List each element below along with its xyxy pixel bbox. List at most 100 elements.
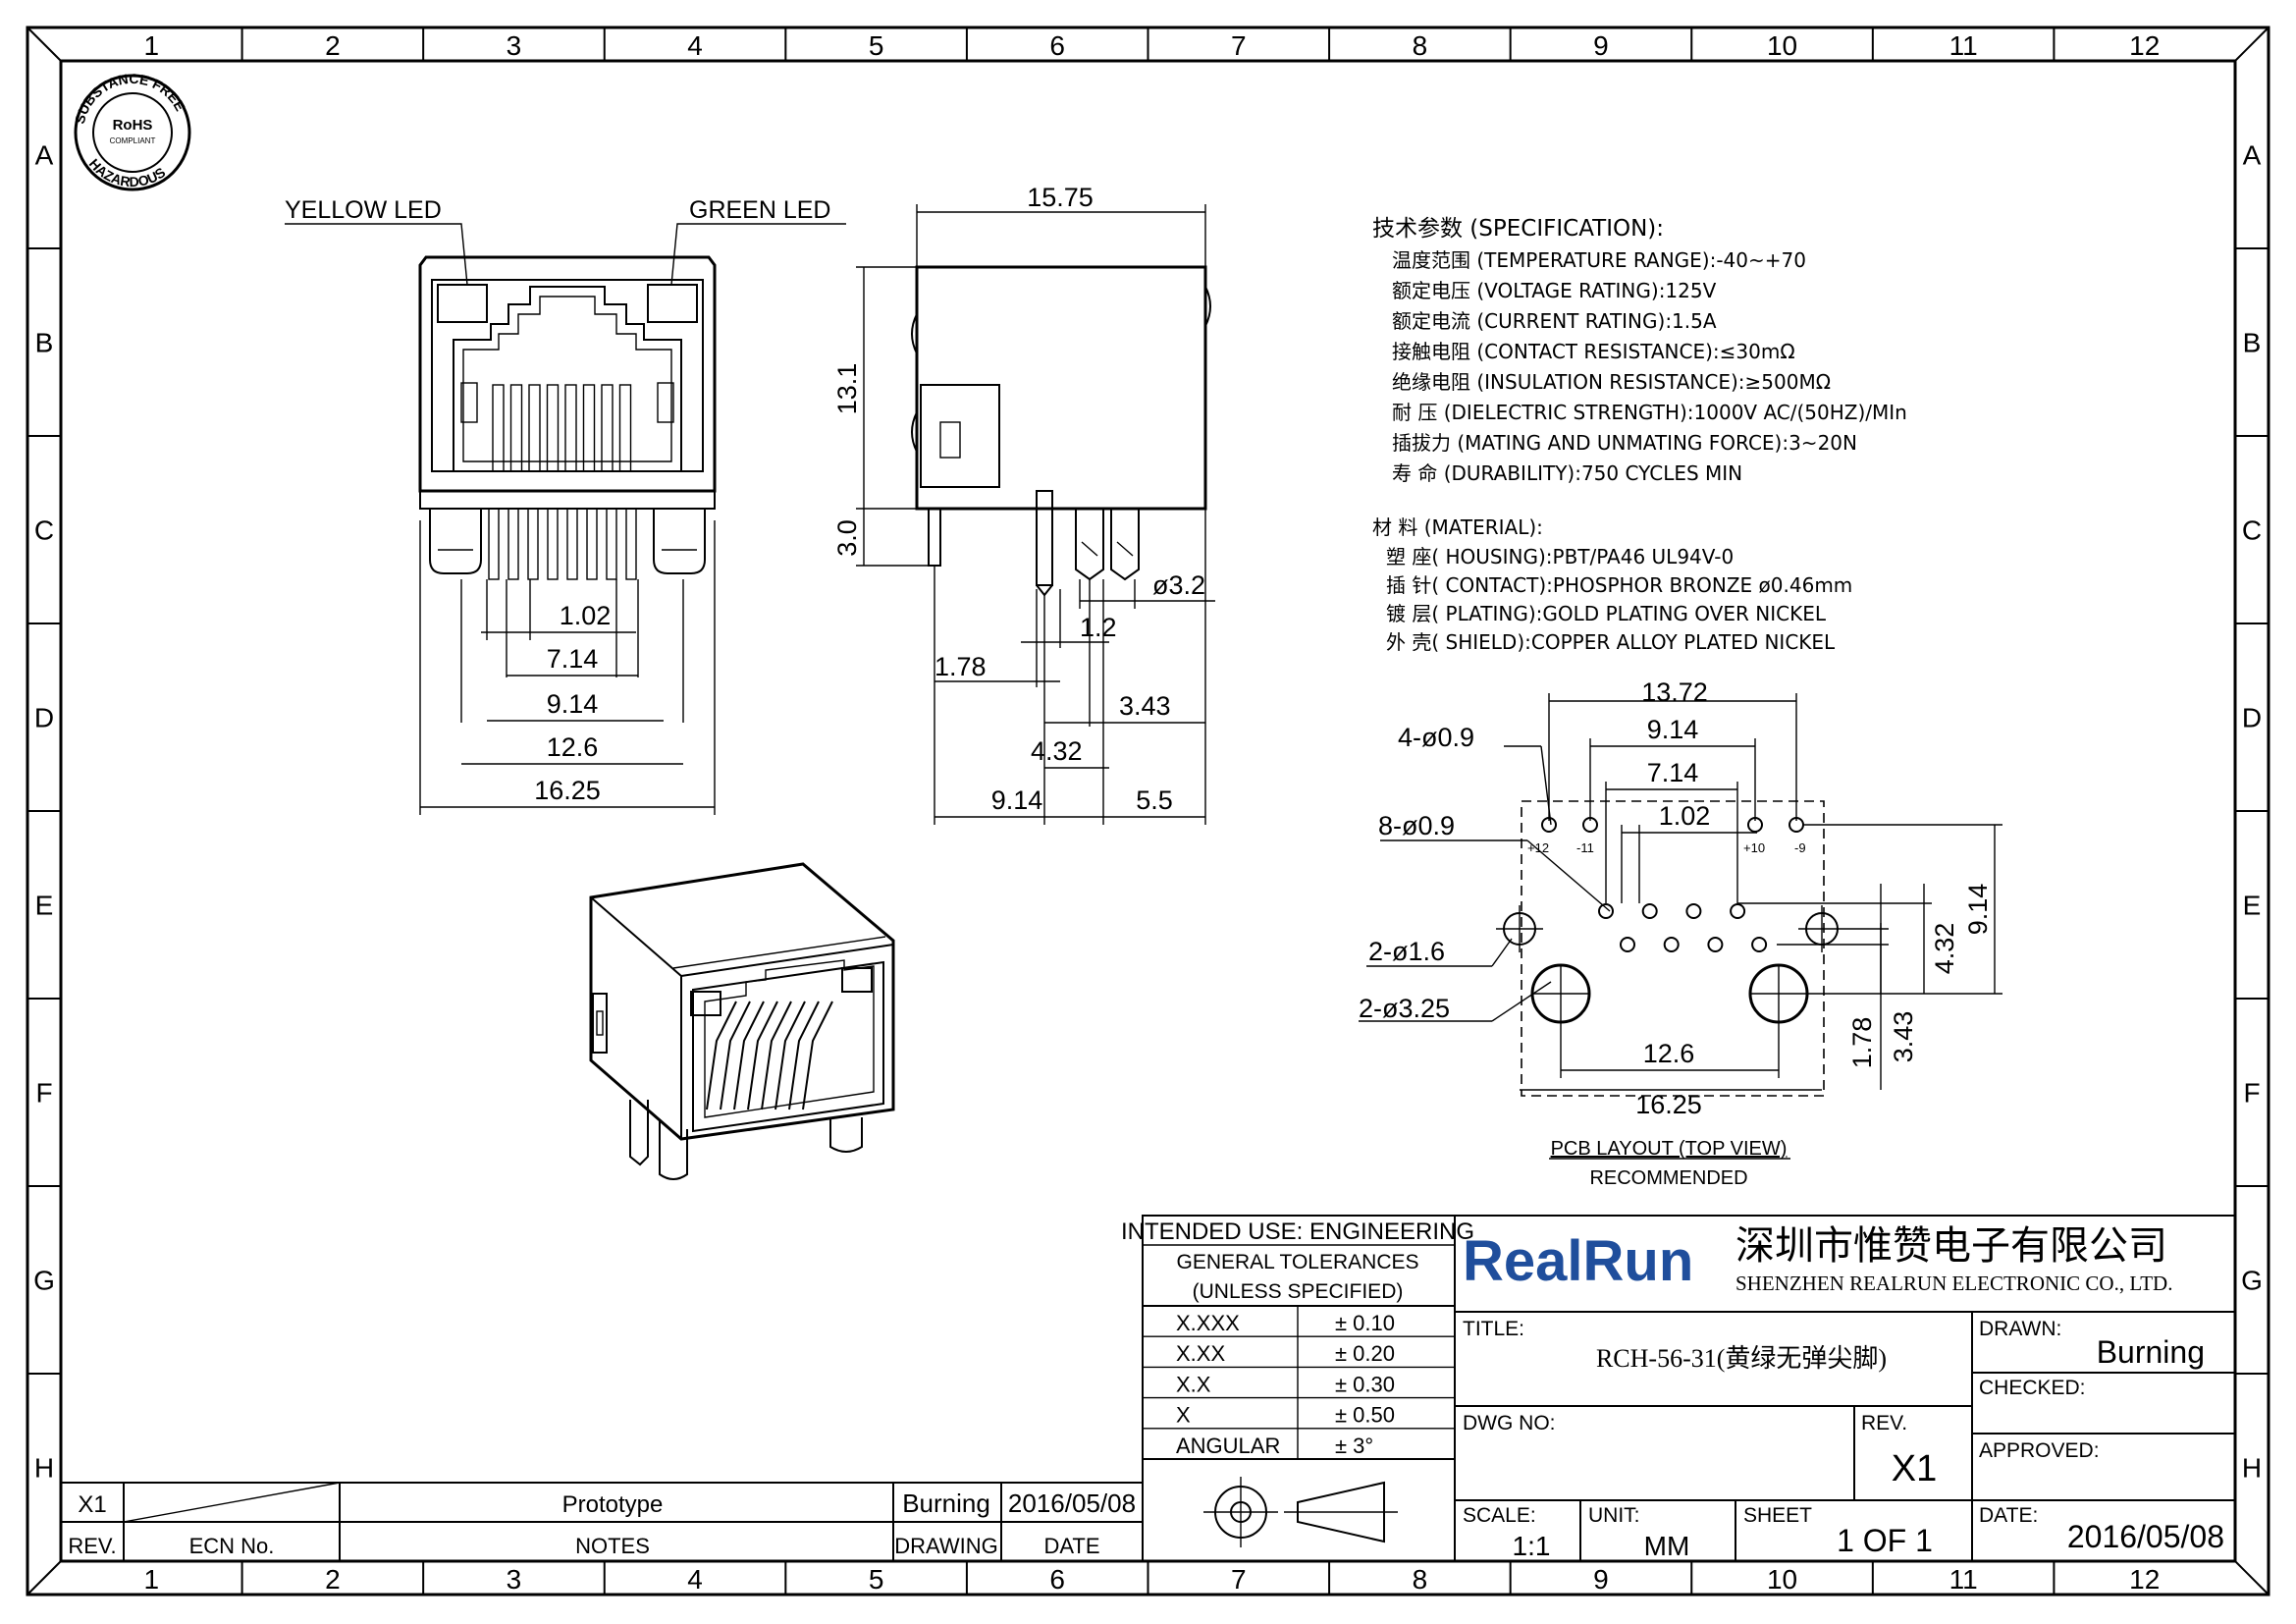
side-dim-pin-w: 1.2 [1080,613,1117,642]
pcb-signal-hole [1685,903,1702,919]
spec-line: 耐 压 (DIELECTRIC STRENGTH):1000V AC/(50HZ… [1392,401,1907,424]
pcb-dim-12-6: 12.6 [1643,1039,1695,1068]
spec-line: 寿 命 (DURABILITY):750 CYCLES MIN [1392,461,1742,485]
tolerance-label: X.XX [1176,1341,1225,1366]
zone-row-label-right: F [2243,1078,2260,1109]
drawn-value: Burning [2097,1334,2205,1370]
sheet-value: 1 OF 1 [1837,1523,1933,1558]
zone-col-label-top: 5 [869,30,884,61]
scale-label: SCALE: [1463,1504,1536,1527]
pcb-layout: +12 -11 +10 -9 13.72 9.14 7.14 1.02 4-ø0… [1359,677,2002,1189]
zone-col-label-top: 6 [1049,30,1065,61]
contact-finger [618,384,632,472]
tolerance-value: ± 0.20 [1335,1341,1395,1366]
front-pin [625,508,637,580]
ecn-header: ECN No. [189,1534,275,1558]
zone-col-label-top: 2 [325,30,341,61]
pcb-dim-4-holes: 4-ø0.9 [1398,723,1474,752]
zone-col-label-top: 7 [1231,30,1247,61]
title-label: TITLE: [1463,1318,1524,1340]
spec-line: 绝缘电阻 (INSULATION RESISTANCE):≥500MΩ [1392,370,1831,394]
zone-col-label-bottom: 3 [507,1564,522,1595]
drawn-label: DRAWN: [1979,1318,2061,1340]
approved-label: APPROVED: [1979,1439,2100,1462]
side-dim-height: 13.1 [832,363,862,415]
front-dim-2: 7.14 [547,644,599,674]
side-dim-pin-row: 1.78 [934,652,987,681]
zone-row-label-left: B [35,328,54,358]
zone-col-label-top: 10 [1767,30,1797,61]
tolerance-value: ± 3° [1335,1434,1373,1458]
drawing-header: DRAWING [894,1534,998,1558]
front-pin [527,508,539,580]
date-header: DATE [1043,1534,1099,1558]
iso-finger [720,1001,751,1110]
rohs-sub-text: COMPLIANT [110,136,156,145]
front-dim-4: 12.6 [547,732,599,762]
zone-col-label-bottom: 4 [687,1564,703,1595]
contact-finger [528,384,541,472]
zone-row-label-left: H [34,1453,54,1484]
yellow-led-leader [285,223,468,286]
pcb-pin-label-9: -9 [1794,840,1806,855]
front-pin [488,508,500,580]
company-logo: RealRun [1463,1229,1693,1293]
drawing-entry: Burning [902,1489,990,1518]
zone-row-label-left: G [33,1266,55,1296]
title-value: RCH-56-31(黄绿无弹尖脚) [1596,1344,1887,1373]
pcb-dim-16-25: 16.25 [1635,1090,1702,1119]
tolerance-label: ANGULAR [1176,1434,1280,1458]
front-pin [586,508,598,580]
zone-col-label-bottom: 12 [2129,1564,2160,1595]
side-dim-width: 15.75 [1027,183,1094,212]
rev-label: REV. [1861,1412,1907,1435]
side-dim-peg-offset: 3.43 [1119,691,1171,721]
rev-header: REV. [68,1534,116,1558]
pcb-dim-1-78: 1.78 [1847,1017,1877,1069]
iso-finger [706,1001,737,1110]
unit-value: MM [1644,1531,1690,1561]
date-label: DATE: [1979,1504,2038,1527]
pcb-signal-hole [1620,937,1635,952]
zone-row-label-left: C [34,515,54,546]
side-dim-leg: 3.0 [832,519,862,557]
iso-contact-fingers [706,1001,833,1110]
pcb-dim-8-holes: 8-ø0.9 [1378,811,1455,840]
pcb-dim-2-small-holes: 2-ø1.6 [1368,937,1445,966]
contact-finger [509,384,523,472]
tolerance-label: X [1176,1403,1191,1428]
contact-finger [546,384,560,472]
notes-entry: Prototype [562,1491,664,1518]
pcb-dim-1-02: 1.02 [1659,801,1711,831]
zone-row-label-left: E [35,891,54,921]
zone-col-label-top: 9 [1593,30,1609,61]
zone-row-label-right: B [2243,328,2262,358]
pcb-signal-hole [1707,937,1724,952]
unit-label: UNIT: [1588,1504,1640,1527]
zone-row-label-right: H [2242,1453,2262,1484]
date-entry: 2016/05/08 [1008,1489,1136,1518]
zone-row-label-right: G [2241,1266,2263,1296]
front-pin [606,508,617,580]
zone-row-label-right: C [2242,515,2262,546]
company-name-en: SHENZHEN REALRUN ELECTRONIC CO., LTD. [1735,1272,2172,1295]
material-line: 镀 层( PLATING):GOLD PLATING OVER NICKEL [1386,602,1827,625]
zone-row-label-left: D [34,703,54,733]
tolerance-value: ± 0.10 [1335,1311,1395,1335]
pcb-pin-label-10: +10 [1743,840,1765,855]
zone-row-label-left: A [35,140,54,171]
front-contact-fingers [492,384,632,472]
tolerance-label: X.XXX [1176,1311,1240,1335]
isometric-view [589,862,895,1180]
material-heading: 材 料 (MATERIAL): [1372,515,1543,539]
sheet-label: SHEET [1743,1504,1812,1527]
title-block: X.XXX± 0.10X.XX± 0.20X.X± 0.30X± 0.50ANG… [1121,1215,2236,1562]
zone-col-label-bottom: 9 [1593,1564,1609,1595]
pcb-dim-4-32: 4.32 [1930,923,1959,975]
revision-block: X1 Prototype Burning 2016/05/08 REV. ECN… [60,1482,1144,1562]
front-pin [547,508,559,580]
zone-row-label-right: A [2243,140,2262,171]
contact-finger [564,384,577,472]
